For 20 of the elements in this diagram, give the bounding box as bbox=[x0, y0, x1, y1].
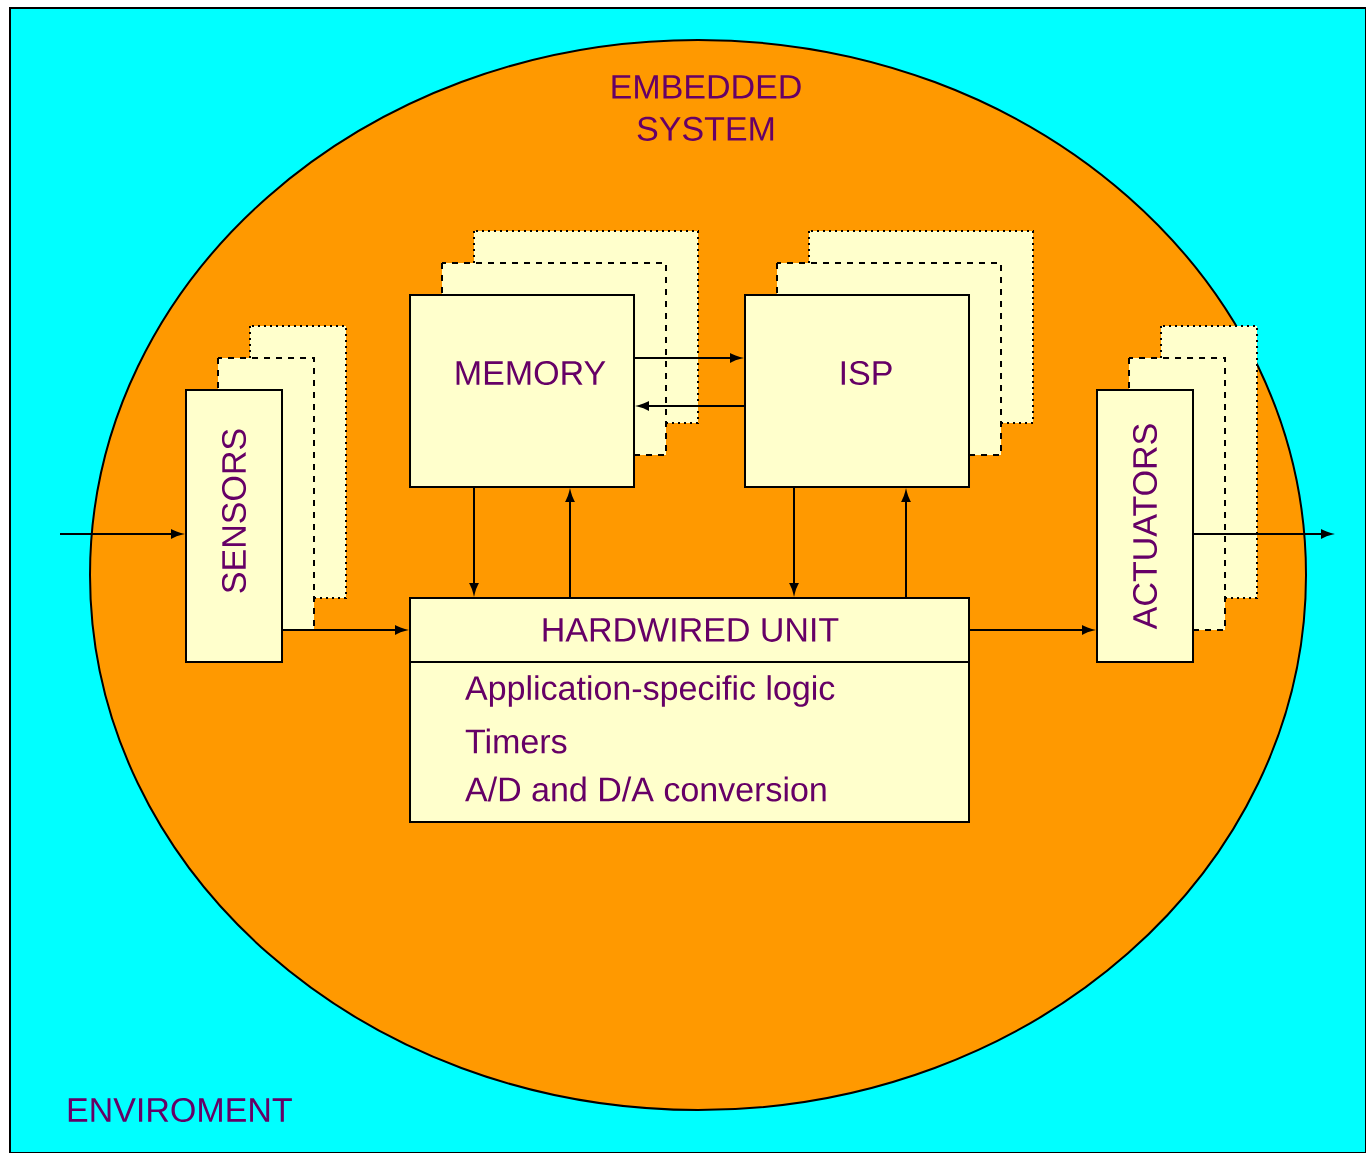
arrow bbox=[59, 529, 182, 539]
function-item: A/D and D/A conversion bbox=[465, 776, 826, 802]
function-item: Timers bbox=[465, 728, 567, 754]
arrow bbox=[901, 491, 911, 598]
function-item: Application-specific logic bbox=[465, 675, 835, 707]
arrow bbox=[789, 487, 799, 594]
area-label: ENVIROMENT bbox=[68, 1097, 292, 1123]
arrow bbox=[634, 353, 741, 363]
arrow bbox=[565, 491, 575, 598]
box-label: ISP bbox=[841, 360, 892, 386]
arrow bbox=[469, 487, 479, 594]
box-label: ACTUATORS bbox=[1132, 424, 1158, 630]
arrow bbox=[282, 625, 406, 635]
box-label: MEMORY bbox=[456, 360, 606, 386]
arrow bbox=[969, 625, 1093, 635]
box-label: HARDWIRED UNIT bbox=[543, 618, 839, 642]
system-label: EMBEDDED SYSTEM bbox=[612, 75, 801, 141]
box-label: SENSORS bbox=[221, 429, 247, 593]
arrow bbox=[1193, 529, 1332, 539]
arrow bbox=[638, 401, 745, 411]
